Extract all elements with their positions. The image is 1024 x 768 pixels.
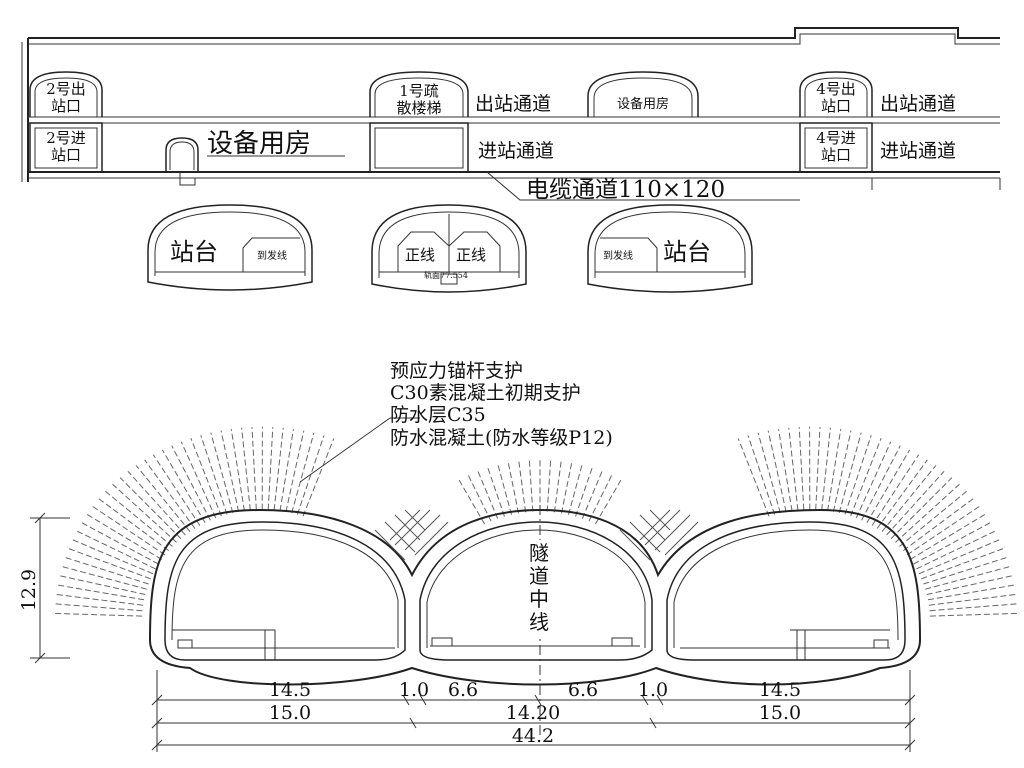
equipment-room-small-label: 设备用房 <box>617 96 669 112</box>
dim-right-bore: 14.5 <box>759 679 801 701</box>
mini-tunnel-right: 到发线 站台 <box>587 204 753 293</box>
dim-mid-right: 6.6 <box>568 679 598 701</box>
entry-4-label: 4号进站口 <box>816 129 856 164</box>
anchor-support-note: 预应力锚杆支护 <box>390 360 523 382</box>
height-label: 12.9 <box>18 569 40 611</box>
entry-2-label: 2号进站口 <box>46 129 86 164</box>
stair-1-label: 1号疏散楼梯 <box>396 82 441 117</box>
mini-tunnel-middle: 正线 正线 轨面77.554 <box>371 204 527 293</box>
platform-left-label: 站台 <box>170 238 218 266</box>
dim-left-bore: 14.5 <box>269 679 311 701</box>
waterproof-concrete-note: 防水混凝土(防水等级P12) <box>390 427 613 449</box>
main-line-2-label: 正线 <box>456 246 486 264</box>
arrival-left-label: 到发线 <box>257 249 287 262</box>
main-line-1-label: 正线 <box>405 246 435 264</box>
exit-passage-label: 出站通道 <box>475 93 551 115</box>
waterproof-layer-note: 防水层C35 <box>390 404 486 426</box>
entry-passage-label: 进站通道 <box>478 140 554 162</box>
anchor-bolt-hatch <box>52 426 1020 617</box>
height-dimension: 12.9 <box>18 512 70 664</box>
exit-passage-right-label: 出站通道 <box>880 93 956 115</box>
cable-channel-label: 电缆通道110×120 <box>526 177 725 203</box>
dim-right-pillar: 1.0 <box>638 679 668 701</box>
platform-right-label: 站台 <box>663 238 711 266</box>
bottom-dimensions: 14.5 1.0 6.6 6.6 1.0 14.5 15.0 14.20 15.… <box>151 670 916 752</box>
dim-left-pillar: 1.0 <box>399 679 429 701</box>
arrival-right-label: 到发线 <box>603 249 633 262</box>
station-plan: 2号出站口 2号进站口 设备用房 1号疏散楼梯 出站通道 设备用房 4号出站口 … <box>21 27 1001 203</box>
dim-middle-total: 14.20 <box>506 702 560 724</box>
primary-support-note: C30素混凝土初期支护 <box>390 382 581 404</box>
exit-2-label: 2号出站口 <box>46 80 86 115</box>
exit-4-label: 4号出站口 <box>816 80 856 115</box>
dim-mid-left: 6.6 <box>448 679 478 701</box>
tunnel-section <box>52 417 1020 735</box>
tunnel-centerline-label: 隧道中线 <box>529 541 549 634</box>
entry-passage-right-label: 进站通道 <box>880 140 956 162</box>
equipment-room-label: 设备用房 <box>207 129 311 159</box>
dim-right-total: 15.0 <box>759 702 801 724</box>
mini-tunnel-left: 站台 到发线 <box>147 204 313 291</box>
dim-left-total: 15.0 <box>269 702 311 724</box>
dim-overall: 44.2 <box>512 725 554 747</box>
rail-elevation-label: 轨面77.554 <box>424 270 468 280</box>
